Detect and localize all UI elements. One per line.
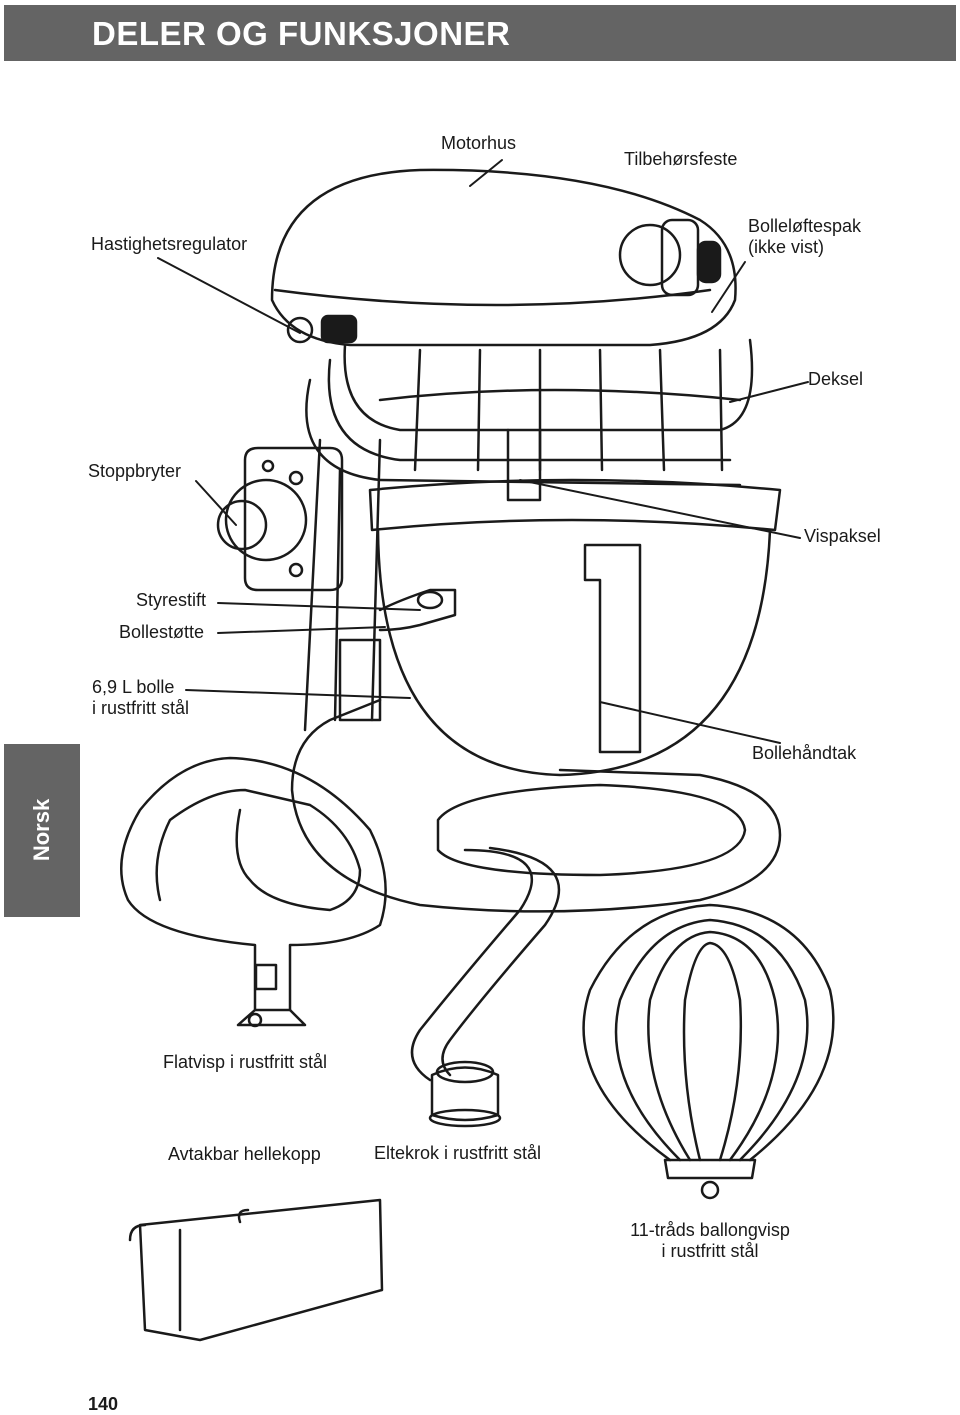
label-stop-switch: Stoppbryter	[88, 461, 182, 481]
page-title: DELER OG FUNKSJONER	[92, 15, 511, 52]
label-bowl-line2: i rustfritt stål	[92, 698, 190, 718]
motor-head	[270, 168, 737, 347]
label-dough-hook: Eltekrok i rustfritt stål	[374, 1143, 542, 1163]
label-bowl-lift-lever-line1: Bolleløftespak	[748, 216, 862, 236]
label-bowl-handle: Bollehåndtak	[752, 743, 857, 763]
label-bowl: 6,9 L bolle i rustfritt stål	[92, 677, 189, 719]
bowl	[368, 428, 782, 777]
label-bowl-lift-lever: Bolleløftespak (ikke vist)	[748, 216, 861, 258]
label-shield: Deksel	[808, 369, 864, 389]
label-pouring-shield: Avtakbar hellekopp	[168, 1144, 321, 1164]
label-beater-shaft: Vispaksel	[804, 526, 881, 546]
label-balloon-whisk-line1: 11-tråds ballongvisp	[630, 1220, 790, 1240]
wire-guard	[305, 338, 754, 487]
mixer-base	[290, 698, 782, 913]
label-locating-pin: Styrestift	[136, 590, 207, 610]
label-bowl-lift-lever-line2: (ikke vist)	[748, 237, 824, 257]
label-motor-housing: Motorhus	[441, 133, 517, 153]
balloon-whisk	[582, 903, 835, 1200]
pouring-shield	[128, 1198, 384, 1342]
label-flat-beater: Flatvisp i rustfritt stål	[163, 1052, 328, 1072]
label-bowl-support: Bollestøtte	[119, 622, 205, 642]
label-balloon-whisk: 11-tråds ballongvisp i rustfritt stål	[620, 1220, 800, 1262]
flat-beater	[120, 756, 387, 1028]
language-tab: Norsk	[4, 744, 80, 917]
label-bowl-line1: 6,9 L bolle	[92, 677, 175, 697]
page-number: 140	[88, 1394, 119, 1414]
dough-hook	[410, 846, 561, 1128]
leader-lines	[157, 159, 809, 744]
section-header: DELER OG FUNKSJONER	[4, 5, 956, 61]
stop-switch-panel	[216, 446, 344, 592]
label-balloon-whisk-line2: i rustfritt stål	[661, 1241, 759, 1261]
label-attachment-hub: Tilbehørsfeste	[624, 149, 738, 169]
label-speed-control: Hastighetsregulator	[91, 234, 248, 254]
mixer-column	[303, 438, 382, 732]
